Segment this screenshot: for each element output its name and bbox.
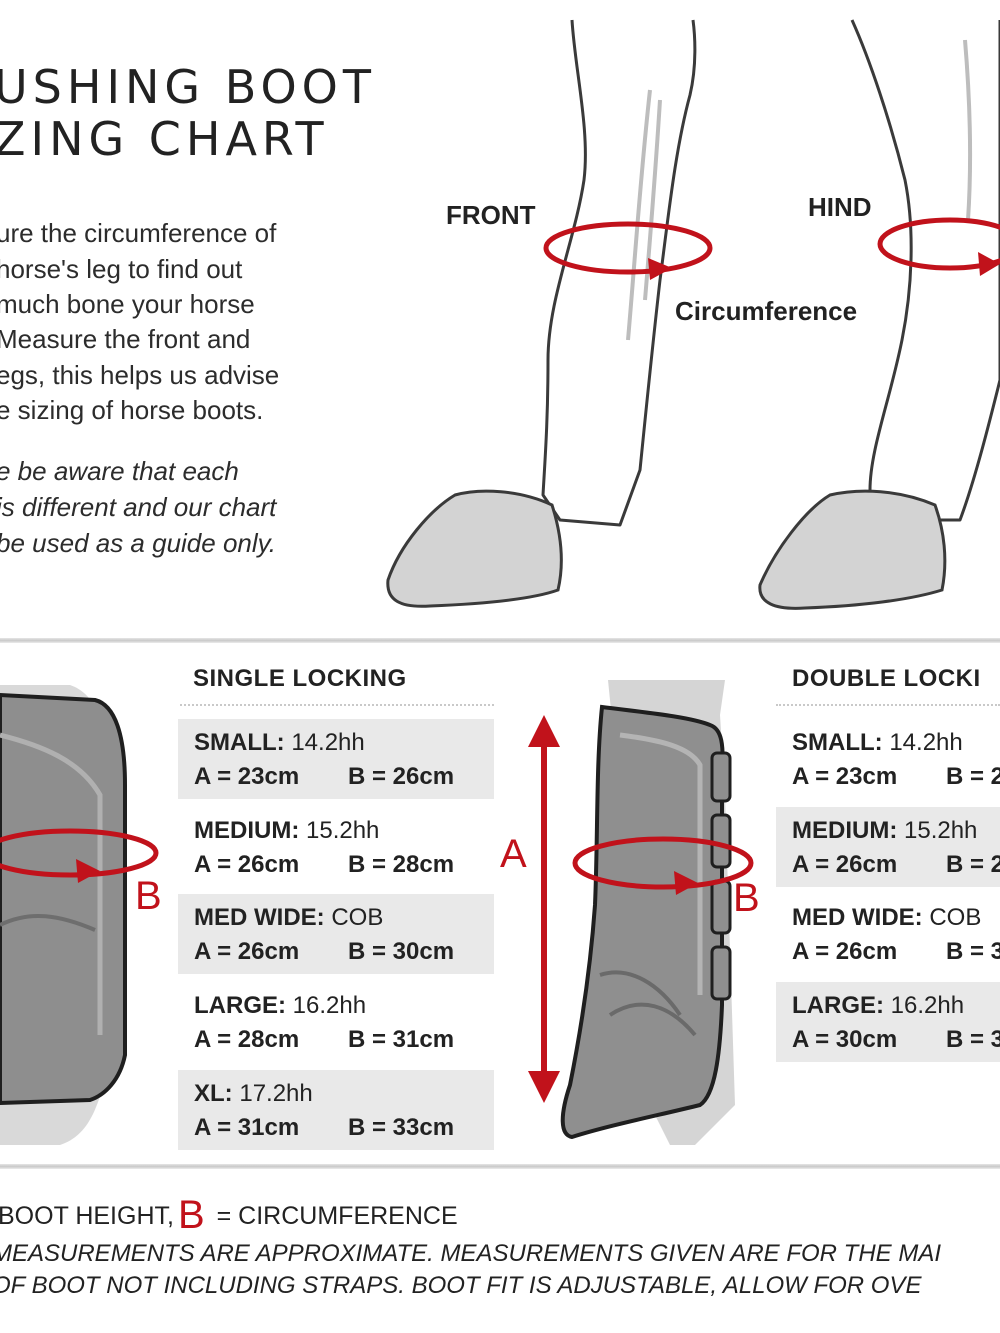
size-row-large: LARGE: 16.2hh A = 30cm B = 3 xyxy=(776,982,1000,1062)
size-height: 14.2hh xyxy=(882,729,963,756)
boot-height-value: A = 31cm xyxy=(194,1114,300,1141)
section-divider xyxy=(0,1164,1000,1169)
intro-line: ure the circumference of xyxy=(0,218,277,248)
circumference-value: B = 2 xyxy=(946,851,1000,878)
intro-line: horse's leg to find out xyxy=(0,254,243,284)
circumference-label: Circumference xyxy=(675,296,858,326)
boot-height-value: A = 26cm xyxy=(194,851,300,878)
chart-title-line-2: ZING CHART xyxy=(0,112,329,166)
intro-line: egs, this helps us advise xyxy=(0,360,280,390)
intro-line: e sizing of horse boots. xyxy=(0,395,264,425)
size-name: XL: xyxy=(194,1080,233,1107)
size-name: LARGE: xyxy=(194,992,286,1019)
intro-line: much bone your horse xyxy=(0,289,255,319)
size-height: COB xyxy=(324,904,384,931)
size-name: MEDIUM: xyxy=(194,817,300,844)
hind-leg-outline xyxy=(850,19,1000,522)
size-row-large: LARGE: 16.2hh A = 28cm B = 31cm xyxy=(178,982,494,1062)
size-height: 15.2hh xyxy=(299,817,380,844)
double-locking-boot-illustration xyxy=(528,680,754,1145)
front-label: FRONT xyxy=(446,200,536,230)
chart-title-line-1: USHING BOOT xyxy=(0,60,376,114)
heading-underline xyxy=(180,704,494,706)
front-ring-arrowhead xyxy=(648,258,672,280)
hind-label: HIND xyxy=(808,192,872,222)
note-line: be used as a guide only. xyxy=(0,528,276,558)
size-row-small: SMALL: 14.2hh A = 23cm B = 2 xyxy=(776,719,1000,799)
legend-b-text: = CIRCUMFERENCE xyxy=(216,1202,458,1230)
size-height: 16.2hh xyxy=(286,992,367,1019)
size-row-medium: MEDIUM: 15.2hh A = 26cm B = 2 xyxy=(776,807,1000,887)
size-row-xl: XL: 17.2hh A = 31cm B = 33cm xyxy=(178,1070,494,1150)
footnote-line-1: MEASUREMENTS ARE APPROXIMATE. MEASUREMEN… xyxy=(0,1240,942,1267)
front-circumference-ring xyxy=(543,221,713,275)
size-row-med-wide: MED WIDE: COB A = 26cm B = 30cm xyxy=(178,894,494,974)
section-divider xyxy=(0,638,1000,643)
size-height: 15.2hh xyxy=(897,817,978,844)
single-locking-boot-illustration xyxy=(0,685,159,1145)
hind-hoof xyxy=(758,489,947,610)
size-name: MEDIUM: xyxy=(792,817,898,844)
circumference-value: B = 3 xyxy=(946,1026,1000,1053)
circumference-value: B = 31cm xyxy=(348,1026,455,1053)
circumference-letter-b-left: B xyxy=(135,874,162,918)
hind-circumference-ring xyxy=(877,217,1000,271)
boot-height-value: A = 30cm xyxy=(792,1026,898,1053)
front-hoof xyxy=(386,489,563,608)
size-height: 17.2hh xyxy=(232,1080,313,1107)
note-line: is different and our chart xyxy=(0,492,277,522)
note-line: e be aware that each xyxy=(0,456,239,486)
size-name: SMALL: xyxy=(194,729,285,756)
boot-height-letter-a: A xyxy=(500,832,527,876)
measurement-legend: BOOT HEIGHT,B = CIRCUMFERENCE xyxy=(0,1193,458,1238)
boot-height-value: A = 28cm xyxy=(194,1026,300,1053)
size-row-small: SMALL: 14.2hh A = 23cm B = 26cm xyxy=(178,719,494,799)
boot-height-value: A = 26cm xyxy=(792,851,898,878)
size-row-med-wide: MED WIDE: COB A = 26cm B = 3 xyxy=(776,894,1000,974)
size-name: MED WIDE: xyxy=(792,904,923,931)
circumference-value: B = 26cm xyxy=(348,763,455,790)
circumference-value: B = 3 xyxy=(946,938,1000,965)
boot-height-value: A = 26cm xyxy=(194,938,300,965)
hind-ring-arrowhead xyxy=(978,252,1000,276)
circumference-value: B = 33cm xyxy=(348,1114,455,1141)
boot-height-value: A = 26cm xyxy=(792,938,898,965)
size-name: MED WIDE: xyxy=(194,904,325,931)
legend-b-letter: B xyxy=(177,1193,205,1237)
single-locking-heading: SINGLE LOCKING xyxy=(193,665,407,692)
circumference-value: B = 28cm xyxy=(348,851,455,878)
footnote-line-2: OF BOOT NOT INCLUDING STRAPS. BOOT FIT I… xyxy=(0,1272,922,1299)
size-row-medium: MEDIUM: 15.2hh A = 26cm B = 28cm xyxy=(178,807,494,887)
size-height: COB xyxy=(922,904,982,931)
size-height: 14.2hh xyxy=(284,729,365,756)
heading-underline xyxy=(776,704,1000,706)
size-name: SMALL: xyxy=(792,729,883,756)
size-height: 16.2hh xyxy=(884,992,965,1019)
boot-height-value: A = 23cm xyxy=(194,763,300,790)
circumference-value: B = 30cm xyxy=(348,938,455,965)
size-name: LARGE: xyxy=(792,992,884,1019)
circumference-value: B = 2 xyxy=(946,763,1000,790)
boot-height-value: A = 23cm xyxy=(792,763,898,790)
legend-a-text: BOOT HEIGHT, xyxy=(0,1202,174,1230)
horse-legs-illustration xyxy=(386,19,1000,610)
intro-line: Measure the front and xyxy=(0,324,251,354)
boot-height-arrow xyxy=(528,715,560,1103)
double-locking-heading: DOUBLE LOCKI xyxy=(792,665,981,692)
circumference-letter-b-right: B xyxy=(733,876,760,920)
